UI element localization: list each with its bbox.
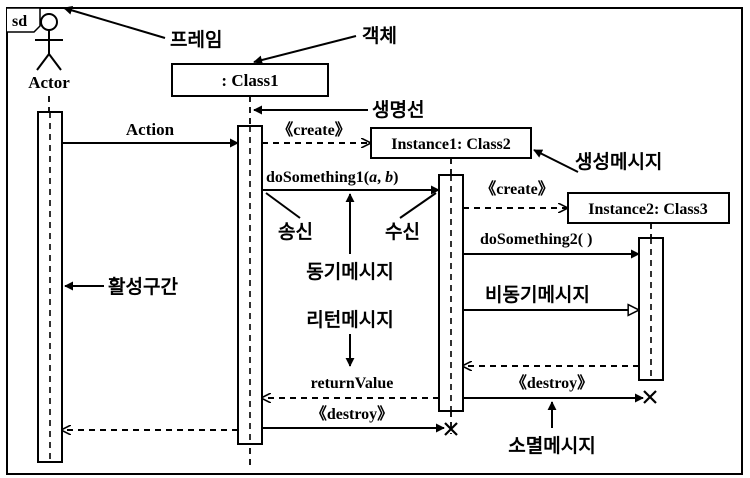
destroy-mark-instance1 [444, 422, 458, 436]
annotation-return-message: 리턴메시지 [306, 309, 393, 331]
actor-icon [35, 13, 63, 71]
message-do-something2-label: doSomething2( ) [480, 231, 592, 248]
frame: sd [6, 7, 743, 475]
annotation-send: 송신 [278, 221, 313, 243]
annotation-object: 객체 [362, 25, 397, 47]
annotation-object-pointer [253, 35, 357, 65]
annotation-create-message-pointer [533, 149, 579, 173]
message-create2-label: 《create》 [480, 180, 553, 198]
frame-label: sd [12, 13, 27, 30]
object-class1-label: : Class1 [221, 71, 278, 90]
annotation-async-message: 비동기메시지 [485, 284, 590, 306]
annotation-lifeline: 생명선 [372, 99, 424, 121]
annotation-destroy-message: 소멸메시지 [508, 435, 595, 457]
destroy-mark-instance2 [643, 390, 657, 404]
annotation-receive-pointer [399, 192, 437, 219]
annotation-receive: 수신 [385, 221, 420, 243]
annotation-send-pointer [265, 192, 301, 219]
annotation-frame: 프레임 [170, 29, 222, 51]
actor-label: Actor [28, 73, 70, 92]
message-return-value-label: returnValue [311, 375, 394, 392]
annotation-create-message: 생성메시지 [575, 151, 662, 173]
message-do-something1-label: doSomething1(a, b) [266, 169, 398, 186]
message-destroy2-label: 《destroy》 [511, 374, 593, 392]
object-instance2-label: Instance2: Class3 [588, 201, 708, 218]
object-instance2: Instance2: Class3 [567, 192, 730, 224]
object-instance1-label: Instance1: Class2 [391, 136, 511, 153]
message-action-label: Action [126, 120, 175, 139]
object-instance1: Instance1: Class2 [370, 127, 532, 159]
annotation-activation: 활성구간 [108, 276, 178, 298]
annotation-frame-pointer [63, 5, 166, 39]
object-class1: : Class1 [171, 63, 329, 97]
message-destroy1-label: 《destroy》 [311, 405, 393, 423]
annotation-sync-message: 동기메시지 [306, 261, 393, 283]
message-create1-label: 《create》 [277, 121, 350, 139]
